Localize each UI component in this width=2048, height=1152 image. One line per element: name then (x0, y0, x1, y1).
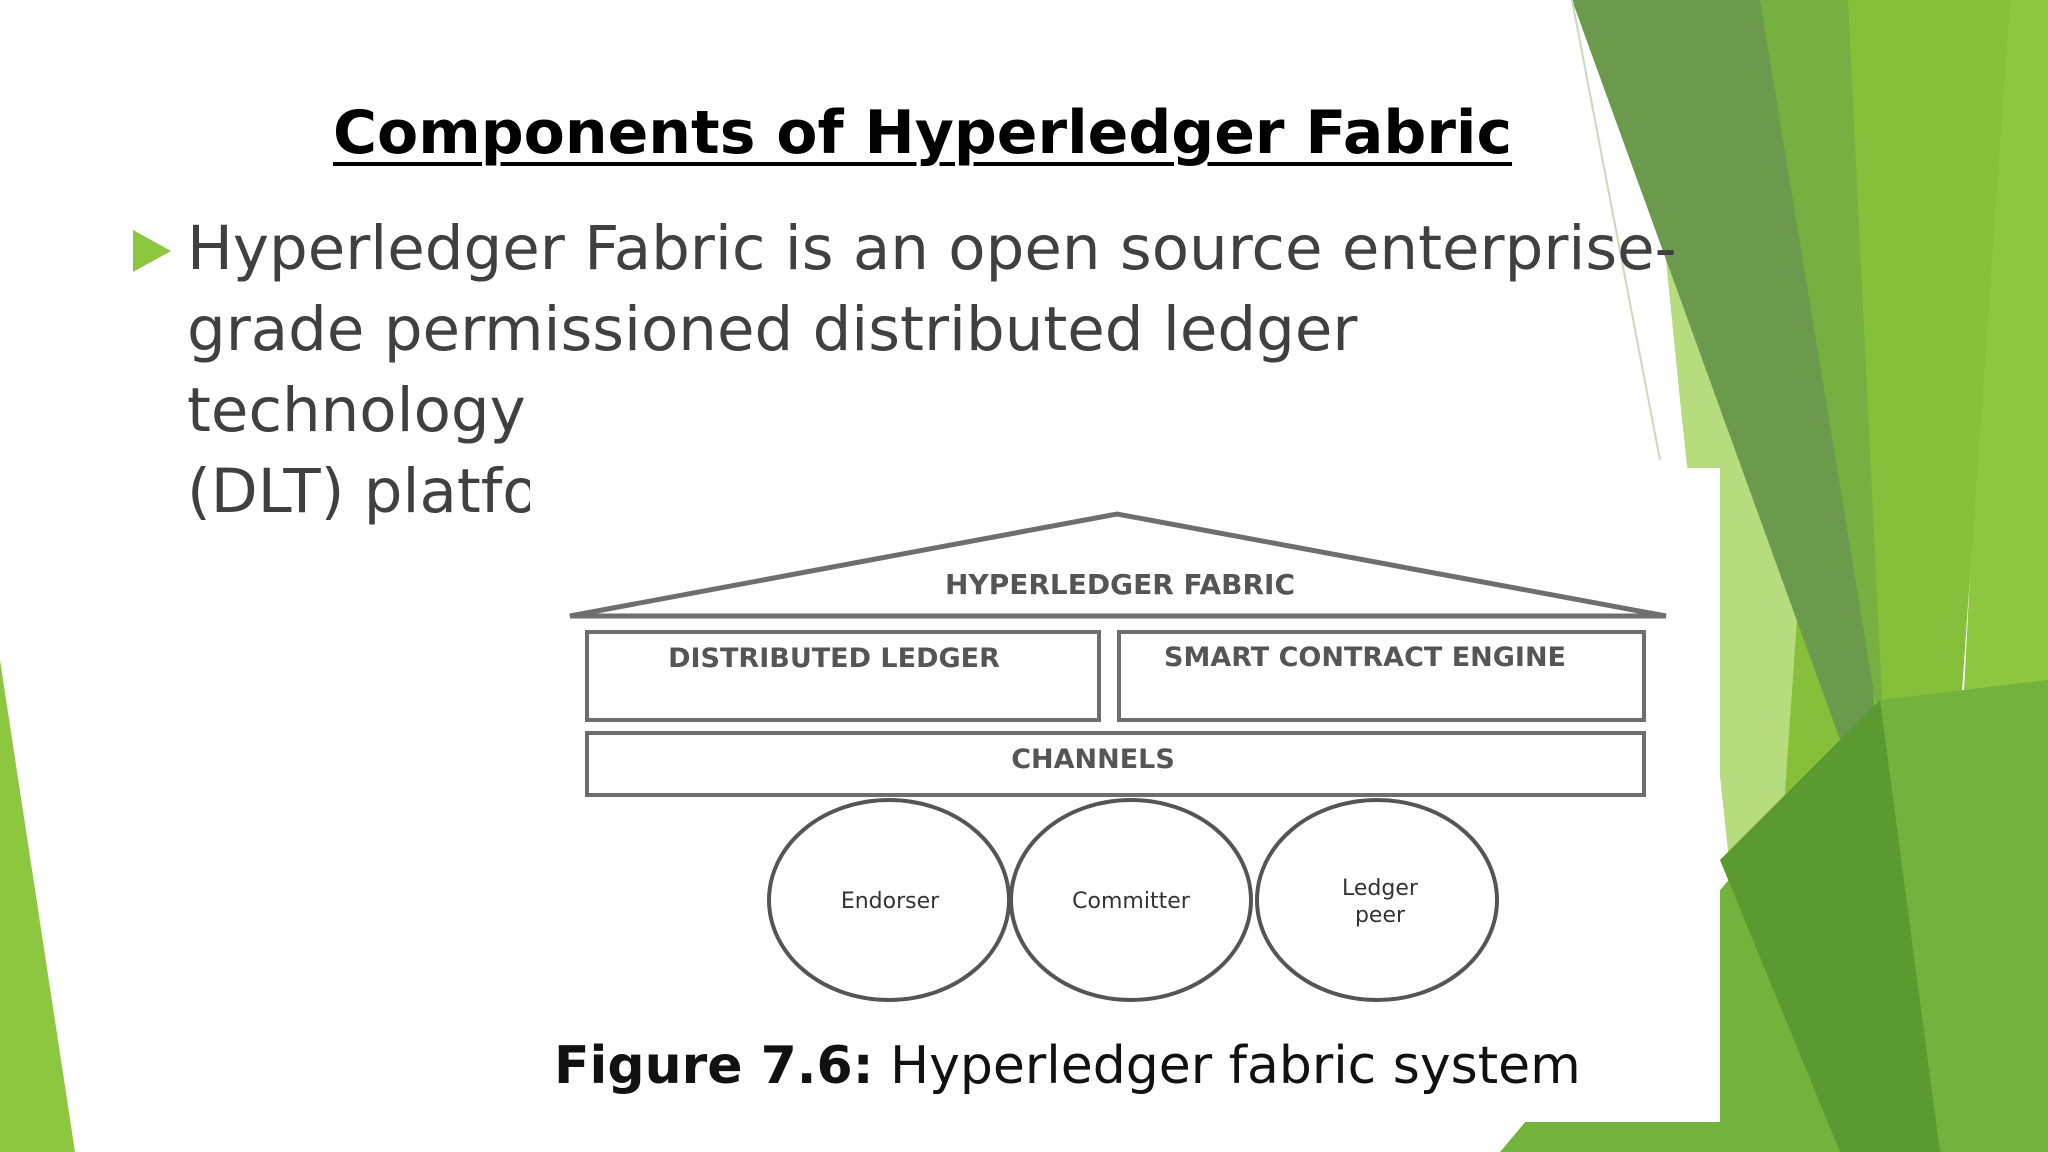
hyperledger-diagram: HYPERLEDGER FABRIC DISTRIBUTED LEDGER SM… (569, 511, 1667, 1002)
bg-shape-mid-band (1760, 0, 1885, 760)
smart-contract-engine-box (1117, 630, 1646, 722)
roof-shape (569, 511, 1667, 619)
ledger-peer-circle (1255, 798, 1499, 1002)
committer-label: Committer (1072, 889, 1191, 914)
committer-circle (1009, 798, 1253, 1002)
bullet-line-1: Hyperledger Fabric is an open source ent… (187, 213, 1677, 284)
figure-caption: Figure 7.6: Hyperledger fabric system (554, 1036, 1714, 1096)
triangle-bullet-icon (133, 230, 171, 272)
bg-shape-lower-dark (1720, 700, 1940, 1152)
bullet-line-2: grade permissioned distributed ledger te… (187, 294, 1358, 446)
figure-panel: HYPERLEDGER FABRIC DISTRIBUTED LEDGER SM… (530, 468, 1720, 1122)
endorser-label: Endorser (841, 889, 940, 914)
bg-thin-line (1571, 0, 1661, 461)
figure-caption-prefix: Figure 7.6: (554, 1036, 874, 1096)
smart-contract-engine-label: SMART CONTRACT ENGINE (1164, 642, 1566, 673)
slide-title: Components of Hyperledger Fabric (332, 98, 1513, 168)
channels-label: CHANNELS (1011, 744, 1175, 775)
figure-caption-text: Hyperledger fabric system (873, 1036, 1581, 1096)
distributed-ledger-label: DISTRIBUTED LEDGER (668, 643, 1000, 674)
ledger-peer-label-line1: Ledger (1342, 876, 1419, 901)
distributed-ledger-box (585, 630, 1101, 722)
channels-box (585, 731, 1646, 797)
ledger-peer-label-line2: peer (1355, 903, 1406, 928)
bg-shape-left-edge (0, 660, 75, 1152)
roof-label: HYPERLEDGER FABRIC (945, 568, 1295, 601)
